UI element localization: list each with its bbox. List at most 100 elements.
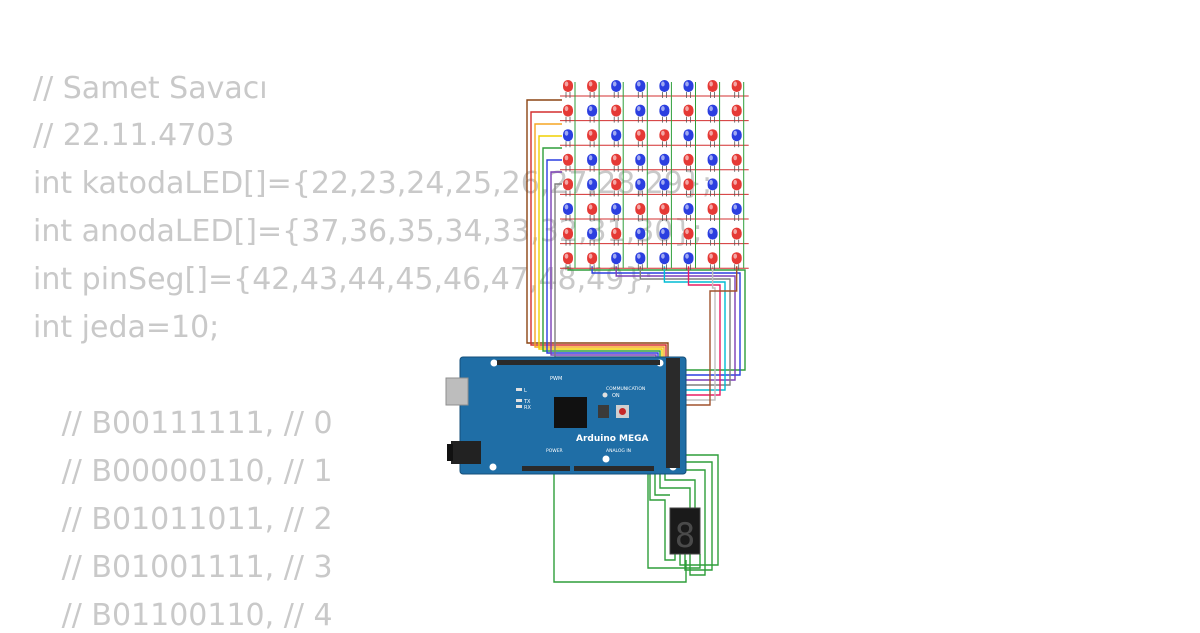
led[interactable] [587,227,598,246]
led[interactable] [659,227,670,246]
led-highlight [661,204,665,210]
led[interactable] [563,227,573,246]
seven-segment-display[interactable]: 8 [669,507,701,556]
led[interactable] [611,252,622,271]
led[interactable] [611,203,622,221]
led[interactable] [635,129,646,148]
led-bulb [563,80,573,92]
arduino-mega-board[interactable]: L TX RX ON PWM COMMUNICATION POWER ANALO… [445,356,687,475]
led[interactable] [659,153,670,172]
led[interactable] [707,252,718,271]
led-bulb [659,252,670,265]
led[interactable] [635,153,646,172]
led[interactable] [587,104,598,123]
led[interactable] [635,104,646,123]
led[interactable] [611,178,622,197]
wire [542,147,661,360]
wire [680,266,716,401]
wire [680,266,721,396]
led[interactable] [563,129,573,148]
led[interactable] [635,203,646,221]
led-highlight [733,253,737,259]
led[interactable] [707,203,718,221]
led[interactable] [707,153,718,172]
led[interactable] [659,178,670,197]
led[interactable] [635,252,646,271]
led[interactable] [611,104,622,123]
led-highlight [612,179,617,185]
led[interactable] [587,203,598,221]
led-bulb [683,203,694,215]
icsp-header [598,405,609,418]
led[interactable] [707,104,718,123]
led[interactable] [563,252,573,271]
led[interactable] [683,178,694,197]
led[interactable] [731,104,742,123]
led-bulb [635,203,646,215]
led[interactable] [659,252,670,271]
led[interactable] [683,80,694,98]
led[interactable] [611,153,622,172]
led-highlight [588,253,593,259]
led[interactable] [659,203,670,221]
led[interactable] [563,153,573,172]
code-line-seg0: // B00111111, // 0 [33,406,333,441]
led[interactable] [707,227,718,246]
led-bulb [683,80,694,92]
led-highlight [637,253,641,259]
led[interactable] [635,227,646,246]
led-highlight [588,106,593,112]
led-bulb [731,178,742,191]
led[interactable] [563,203,573,221]
led[interactable] [731,80,742,98]
led[interactable] [587,178,598,197]
led[interactable] [683,252,694,271]
code-line-seg4: // B01100110, // 4 [33,598,333,633]
led[interactable] [563,104,573,123]
led[interactable] [611,227,622,246]
wire [550,171,657,360]
led[interactable] [731,203,742,221]
led-highlight [733,106,737,112]
led[interactable] [659,104,670,123]
led-highlight [733,155,737,161]
label-pwm: PWM [550,376,562,382]
led[interactable] [731,227,742,246]
led-highlight [709,229,713,235]
led[interactable] [587,129,598,148]
led[interactable] [731,178,742,197]
led[interactable] [731,252,742,271]
led[interactable] [707,80,718,98]
led-bulb [611,129,622,142]
seven-segment-digit: 8 [675,516,695,556]
led[interactable] [635,80,646,98]
led[interactable] [563,178,573,197]
led[interactable] [707,178,718,197]
led-bulb [683,153,694,166]
led-highlight [564,106,569,112]
led[interactable] [659,80,670,98]
led[interactable] [731,153,742,172]
led[interactable] [635,178,646,197]
led[interactable] [683,129,694,148]
led-highlight [709,253,713,259]
led[interactable] [587,80,598,98]
led[interactable] [587,153,598,172]
led[interactable] [659,129,670,148]
led-highlight [685,179,689,185]
led[interactable] [731,129,742,148]
led[interactable] [683,104,694,123]
led[interactable] [683,203,694,221]
led[interactable] [683,153,694,172]
led[interactable] [707,129,718,148]
led[interactable] [611,129,622,148]
led-bulb [587,178,598,191]
led-bulb [683,104,694,117]
led-highlight [637,130,641,136]
led[interactable] [611,80,622,98]
led[interactable] [587,252,598,271]
led[interactable] [563,80,573,98]
led[interactable] [683,227,694,246]
led-bulb [587,129,598,142]
